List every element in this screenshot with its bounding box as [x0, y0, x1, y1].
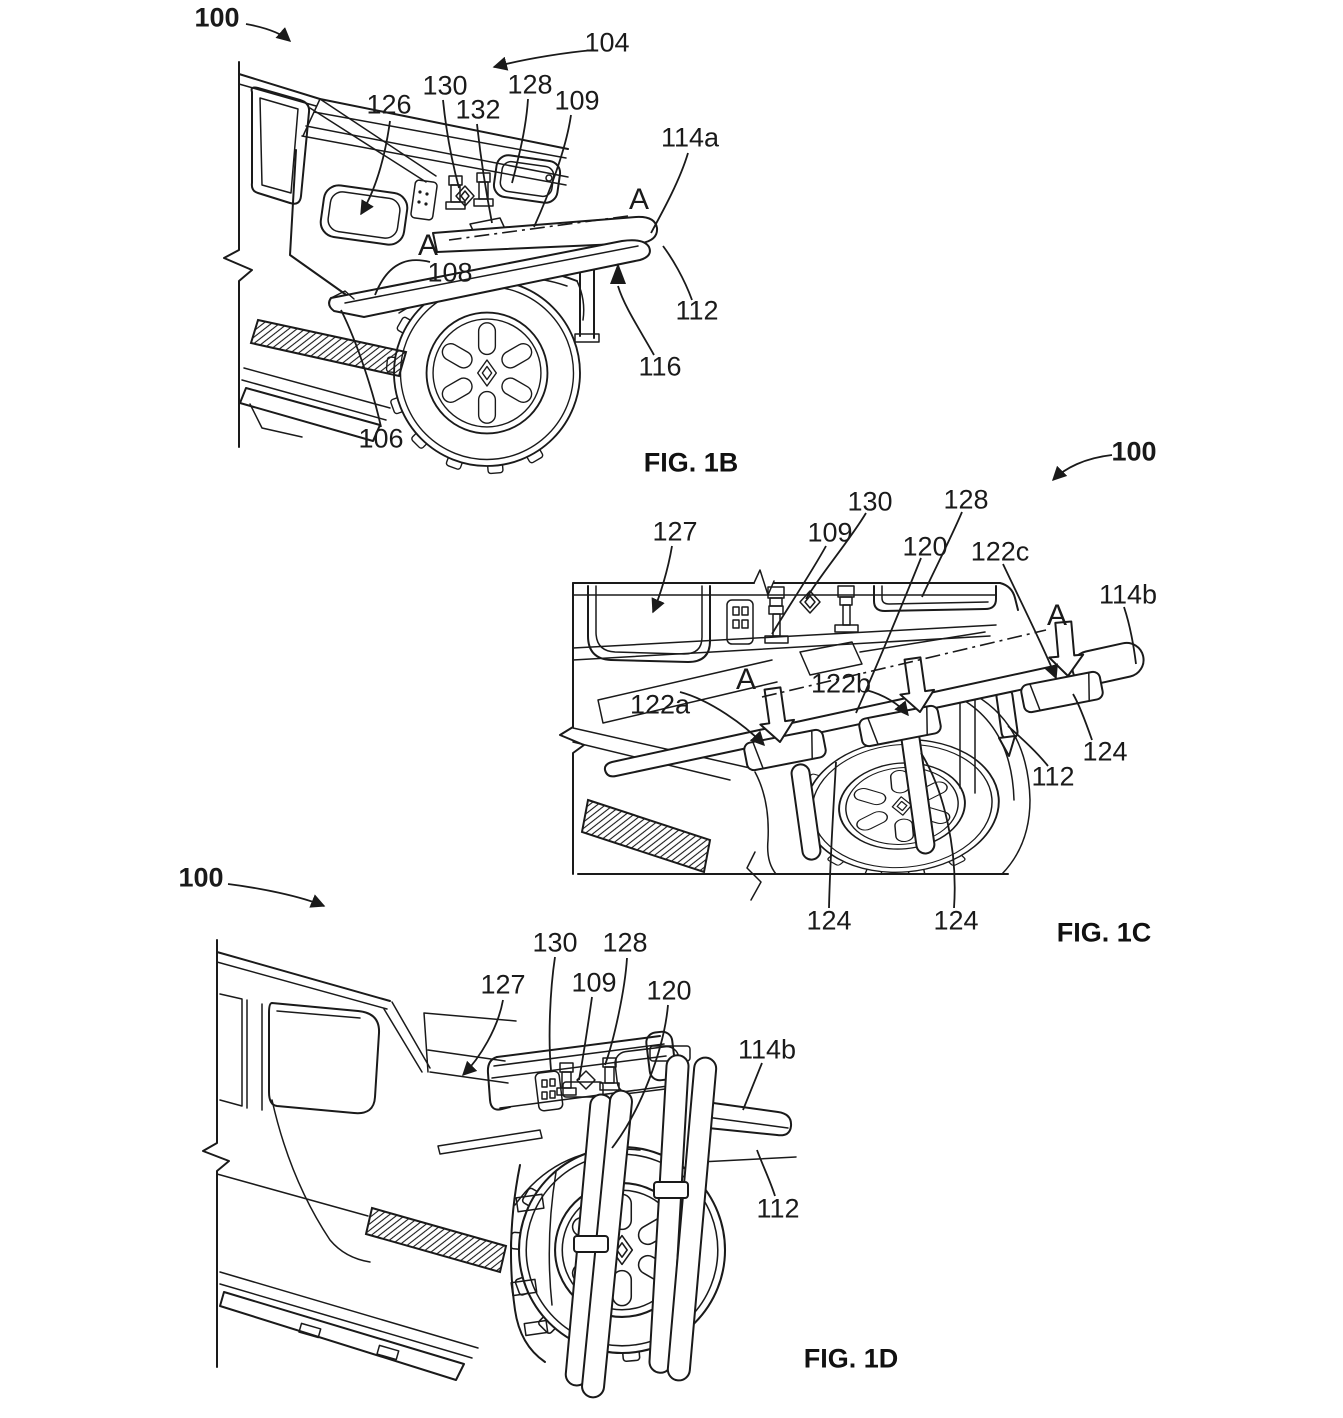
fig1d-ref-100: 100	[178, 862, 224, 893]
fig1c-ref-100: 100	[1111, 436, 1157, 467]
fig1d-ref-127: 127	[480, 969, 526, 1000]
fig1b-ref-104: 104	[584, 27, 630, 58]
rail-opening-right-1c	[873, 585, 997, 612]
fig1b-ref-116: 116	[638, 351, 682, 382]
fig1c-ref-122b: 122b	[810, 668, 872, 699]
fig1c-ref-120: 120	[902, 531, 948, 562]
accessory-port-1c	[726, 599, 754, 645]
rocker-panel	[239, 318, 408, 442]
rail-end-cap-1d	[645, 1030, 677, 1082]
fig1b-ref-A-left: A	[417, 229, 439, 262]
fig1c-ref-A-left: A	[735, 663, 757, 696]
fig1c-ref-127: 127	[652, 516, 698, 547]
fig1b-ref-128: 128	[507, 69, 553, 100]
fig1b-ref-114a: 114a	[660, 122, 720, 153]
fig1b-ref-106: 106	[358, 423, 404, 454]
fig1c-ref-A-right: A	[1046, 599, 1068, 632]
rail-opening-left	[319, 184, 409, 246]
fig1b-ref-132: 132	[455, 94, 501, 125]
fig1c-ref-122c: 122c	[970, 536, 1030, 567]
fig1c-ref-124-right: 124	[1082, 736, 1128, 767]
figure-1d-drawing	[202, 883, 797, 1399]
leg-hinge-collar	[653, 1181, 689, 1199]
sleeve-122b	[858, 704, 942, 748]
figure-1c-drawing	[559, 454, 1145, 909]
rocker-panel-1c	[580, 798, 712, 874]
fig-1c-caption: FIG. 1C	[1056, 917, 1152, 948]
fig1d-ref-112: 112	[756, 1193, 800, 1224]
fig-1b-caption: FIG. 1B	[643, 447, 739, 478]
table-rail-114b	[603, 641, 1145, 778]
table-leg-4	[666, 1056, 718, 1382]
rail-opening-right	[492, 154, 562, 204]
sleeve-122c	[1020, 670, 1104, 714]
truck-rear-quarter-body	[223, 61, 569, 448]
fig1c-ref-112: 112	[1031, 761, 1075, 792]
truck-side-body-1d	[202, 939, 517, 1368]
fig1b-ref-126: 126	[366, 89, 412, 120]
fig1d-ref-120: 120	[646, 975, 692, 1006]
brand-diamond-logo-1c	[799, 590, 821, 614]
section-line-A-A-1c	[761, 629, 1047, 698]
section-line-A-A	[448, 215, 629, 241]
leg-hinge-collar	[573, 1235, 609, 1253]
accessory-port-1d	[534, 1070, 564, 1112]
fig1d-leader-lines	[227, 883, 776, 1197]
cab-window-1d	[268, 1002, 381, 1115]
fig1d-ref-109: 109	[571, 967, 617, 998]
table-leg-3	[648, 1054, 690, 1374]
fig1b-ref-100: 100	[194, 2, 240, 33]
fig1c-ref-124-bottom-right: 124	[933, 905, 979, 936]
fig1d-ref-114b: 114b	[737, 1034, 797, 1065]
fig1b-ref-A-right: A	[628, 183, 650, 216]
clamp-left-1d	[556, 1062, 577, 1096]
fig-1d-caption: FIG. 1D	[803, 1343, 899, 1374]
table-boards	[328, 215, 659, 318]
cab-rear-window	[250, 86, 311, 205]
fig1d-ref-128: 128	[602, 927, 648, 958]
fig1b-ref-130: 130	[422, 70, 468, 101]
fig1c-ref-130: 130	[847, 486, 893, 517]
fig1b-ref-109: 109	[554, 85, 600, 116]
clamp-right-1c	[834, 585, 859, 633]
fig1c-leader-lines	[651, 454, 1137, 909]
brand-diamond-logo	[455, 185, 475, 207]
rail-opening-left-1c	[587, 585, 711, 663]
folded-table-legs	[562, 1045, 718, 1399]
fig1c-ref-122a: 122a	[629, 689, 691, 720]
fig1c-ref-124-bottom-left: 124	[806, 905, 852, 936]
fig1c-ref-114b: 114b	[1098, 579, 1158, 610]
latch-bracket-1c	[799, 641, 863, 676]
clamp-left-1c	[764, 586, 789, 644]
fig1b-ref-112: 112	[675, 295, 719, 326]
fig1b-leader-lines	[245, 23, 693, 428]
fig1d-ref-130: 130	[532, 927, 578, 958]
fig1b-ref-108: 108	[427, 257, 473, 288]
table-support-leg	[579, 267, 595, 339]
rocker-and-sill-1d	[219, 1206, 508, 1381]
accessory-port	[410, 179, 438, 221]
fig1c-ref-128: 128	[943, 484, 989, 515]
figure-1b-drawing	[223, 23, 693, 475]
fig1c-ref-109: 109	[807, 517, 853, 548]
bed-rail-openings-and-clamps-1c	[587, 585, 997, 676]
